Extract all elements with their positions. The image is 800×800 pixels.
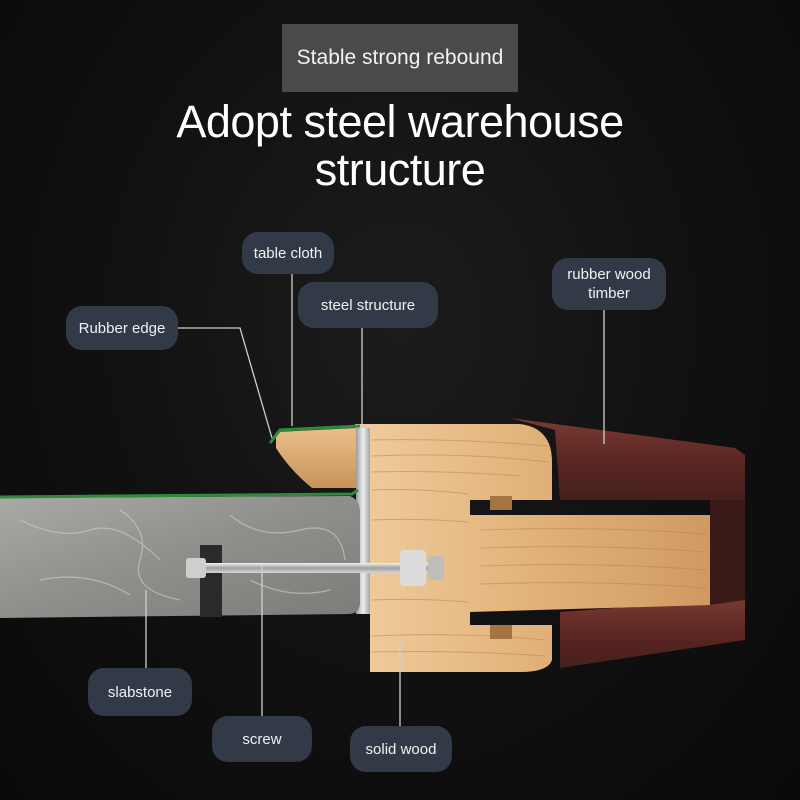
banner-text: Stable strong rebound: [296, 46, 504, 69]
screw-nut: [400, 550, 426, 586]
wood-grain: [371, 439, 706, 657]
screw-anchor: [200, 545, 222, 617]
headline-title: Adopt steel warehouse structure: [176, 96, 624, 195]
top-banner: Stable strong rebound: [282, 24, 518, 92]
solid-wood-block: [355, 424, 710, 672]
callout-rubber-wood-timber: rubber wood timber: [552, 258, 666, 310]
slabstone-green-top: [0, 488, 359, 499]
rubber-wood-timber-shell: [510, 418, 745, 500]
top-wedge: [276, 428, 356, 488]
leader-rubber-edge: [178, 327, 273, 439]
callout-screw: screw: [212, 716, 312, 762]
screw-head: [186, 558, 206, 578]
callout-table-cloth: table cloth: [242, 232, 334, 274]
callout-solid-wood: solid wood: [350, 726, 452, 772]
callout-screw-label: screw: [242, 730, 282, 748]
leader-lines: [145, 274, 605, 726]
callout-rubber-edge-label: Rubber edge: [78, 319, 166, 337]
rubber-wood-lower-lip: [560, 598, 745, 668]
rubber-wood-inner: [710, 500, 745, 605]
callout-rubber-wood-timber-label: rubber wood timber: [567, 266, 651, 302]
callout-solid-wood-label: solid wood: [365, 740, 437, 758]
callout-steel-structure-label: steel structure: [320, 296, 416, 314]
screw-washer: [428, 556, 444, 580]
marble-veins: [19, 509, 346, 601]
callout-rubber-edge: Rubber edge: [66, 306, 178, 350]
callout-slabstone: slabstone: [88, 668, 192, 716]
screw-rod: [190, 563, 430, 573]
wood-groove-lower: [490, 625, 512, 639]
callout-steel-structure: steel structure: [298, 282, 438, 328]
wood-groove-upper: [490, 496, 512, 510]
callout-table-cloth-label: table cloth: [253, 244, 323, 262]
callout-slabstone-label: slabstone: [107, 683, 173, 701]
green-table-cloth-edge: [268, 424, 361, 444]
